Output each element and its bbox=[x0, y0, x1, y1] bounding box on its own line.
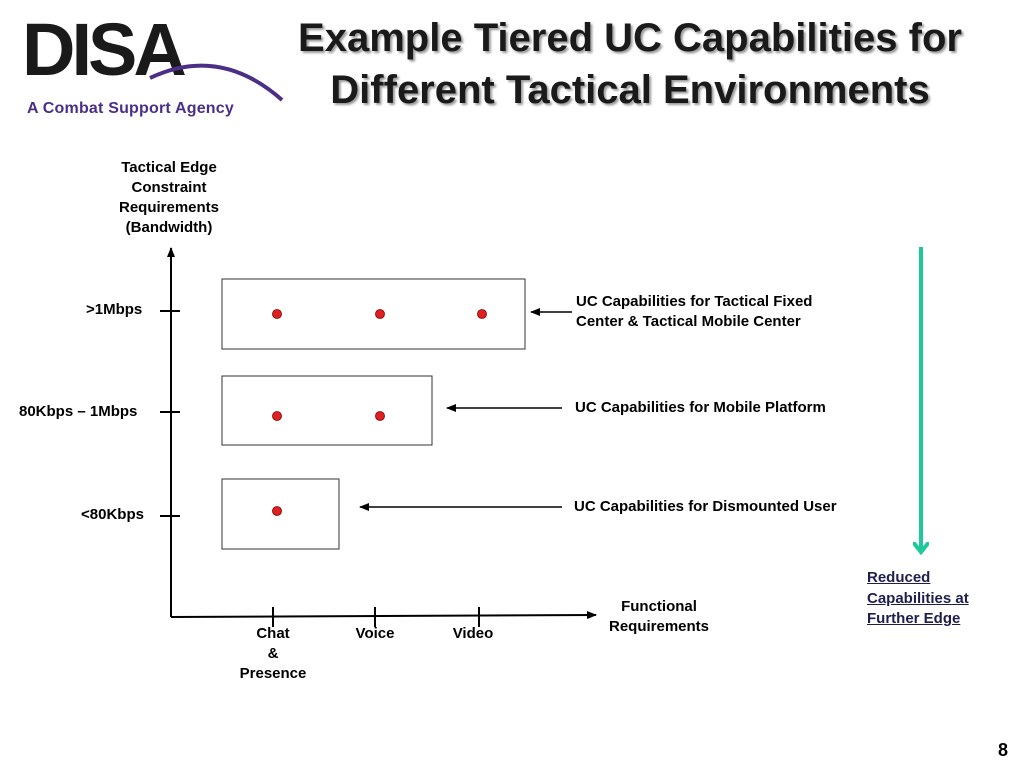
capability-dot bbox=[375, 309, 385, 319]
tier-label-dismounted-user: UC Capabilities for Dismounted User bbox=[574, 497, 837, 517]
x-axis bbox=[170, 611, 597, 620]
x-axis-title-line: Requirements bbox=[608, 618, 710, 635]
x-tick-label-line: & bbox=[267, 645, 279, 662]
disa-wordmark: DISA bbox=[22, 8, 185, 91]
x-tick-label-line: Presence bbox=[239, 665, 307, 682]
tier-label-mobile-platform: UC Capabilities for Mobile Platform bbox=[575, 398, 826, 418]
capability-dot bbox=[477, 309, 487, 319]
x-axis-title: Functional Requirements bbox=[598, 597, 720, 637]
x-axis-title-line: Functional bbox=[621, 598, 697, 615]
x-tick-label-line: Video bbox=[452, 625, 494, 642]
slide-title: Example Tiered UC Capabilities for Diffe… bbox=[240, 12, 1020, 116]
tier-box-fixed-center bbox=[221, 278, 526, 350]
capability-dot bbox=[375, 411, 385, 421]
capability-dot bbox=[272, 411, 282, 421]
note-line: Reduced bbox=[867, 569, 931, 586]
y-tick-label-low: <80Kbps bbox=[81, 506, 144, 523]
x-tick-label-line: Chat bbox=[256, 625, 290, 642]
disa-logo: DISA A Combat Support Agency bbox=[0, 0, 290, 130]
y-tick-label-mid: 80Kbps – 1Mbps bbox=[19, 403, 138, 420]
tier-label-fixed-center: UC Capabilities for Tactical Fixed Cente… bbox=[576, 292, 812, 332]
disa-logo-mark: DISA bbox=[22, 8, 284, 102]
y-axis-title-line: Requirements bbox=[118, 199, 220, 216]
y-axis-title-line: Tactical Edge bbox=[121, 159, 217, 176]
tier-label-line: UC Capabilities for Dismounted User bbox=[574, 498, 837, 515]
agency-tagline: A Combat Support Agency bbox=[27, 100, 234, 117]
note-line: Capabilities at bbox=[867, 589, 969, 607]
logo-swoosh bbox=[149, 63, 284, 102]
tier-box-dismounted-user bbox=[221, 478, 340, 550]
note-line: Further Edge bbox=[867, 610, 961, 627]
tier-label-line: UC Capabilities for Mobile Platform bbox=[575, 399, 826, 416]
tier-label-line: UC Capabilities for Tactical Fixed bbox=[576, 293, 813, 310]
y-axis-title: Tactical Edge Constraint Requirements (B… bbox=[108, 158, 230, 238]
capability-dot bbox=[272, 309, 282, 319]
x-tick-label-chat: Chat & Presence bbox=[223, 624, 323, 684]
y-tick-label-high: >1Mbps bbox=[86, 301, 143, 318]
capability-dots bbox=[272, 309, 487, 516]
y-axis-title-line: (Bandwidth) bbox=[125, 219, 213, 236]
x-tick-label-voice: Voice bbox=[333, 624, 417, 644]
page-number: 8 bbox=[997, 740, 1008, 760]
reduced-capabilities-note: Reduced Capabilities at Further Edge bbox=[867, 568, 969, 630]
slide-title-line-2: Different Tactical Environments bbox=[330, 68, 930, 112]
x-tick-label-line: Voice bbox=[355, 625, 395, 642]
y-axis-title-line: Constraint bbox=[131, 179, 207, 196]
slide-title-line-1: Example Tiered UC Capabilities for bbox=[298, 16, 962, 60]
capability-dot bbox=[272, 506, 282, 516]
x-tick-label-video: Video bbox=[433, 624, 513, 644]
tier-box-mobile-platform bbox=[221, 375, 433, 446]
tier-label-line: Center & Tactical Mobile Center bbox=[576, 313, 801, 330]
